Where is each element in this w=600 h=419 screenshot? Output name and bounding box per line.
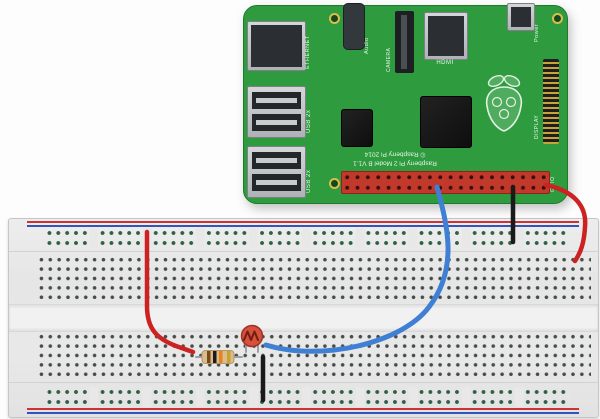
ethernet-label: ETHERNET: [305, 35, 311, 69]
photocell[interactable]: [240, 324, 264, 353]
power-port: [507, 3, 535, 31]
gpio-header[interactable]: [341, 171, 550, 194]
usb-port-top: [247, 86, 306, 138]
power-label: Power: [534, 23, 540, 42]
camera-connector: [395, 11, 414, 73]
mounting-hole: [329, 13, 340, 24]
usb-slot: [252, 152, 301, 169]
wire-blue-sense[interactable]: [263, 184, 451, 354]
breadboard-seam: [9, 251, 598, 252]
bottom-rail-blue-line: [27, 412, 579, 414]
wire-red-left[interactable]: [144, 229, 196, 355]
bottom-rail-holes[interactable]: [45, 387, 569, 407]
wire-red-right[interactable]: [543, 182, 588, 264]
mounting-hole: [552, 13, 563, 24]
raspberry-pi-logo: [485, 75, 523, 132]
usb-slot: [252, 174, 301, 191]
usb-top-label: USB 2x: [306, 109, 312, 133]
resistor-band-3: [219, 351, 223, 363]
hdmi-label: HDMI: [436, 60, 454, 66]
display-label: DISPLAY: [534, 114, 540, 139]
resistor-band-1: [207, 351, 211, 363]
soc-chip: [420, 96, 472, 148]
hdmi-port: [424, 12, 468, 60]
display-connector: [543, 59, 559, 144]
audio-label: Audio: [364, 37, 370, 54]
breadboard-seam: [9, 382, 598, 383]
top-rail-blue-line: [27, 225, 579, 227]
top-rail-red-line: [27, 221, 579, 223]
usb-slot: [252, 92, 301, 109]
top-rail-holes[interactable]: [45, 228, 569, 248]
breadboard-bank-bottom[interactable]: [37, 332, 591, 379]
resistor-band-4: [227, 351, 231, 363]
silkscreen-text: Raspberry Pi 2 Model B V1.1 © Raspberry …: [329, 149, 461, 167]
audio-jack: [343, 3, 365, 50]
power-port-opening: [511, 7, 531, 27]
silkscreen-line1: Raspberry Pi 2 Model B V1.1: [353, 159, 437, 167]
usb-slot: [252, 114, 301, 131]
usb-port-bottom: [247, 146, 306, 198]
camera-label: CAMERA: [386, 47, 392, 72]
hdmi-port-opening: [428, 16, 464, 56]
ethernet-port: [247, 21, 306, 71]
usb-bottom-label: USB 2x: [306, 169, 312, 193]
usb-controller-chip: [341, 109, 373, 147]
resistor[interactable]: [195, 350, 243, 364]
breadboard[interactable]: [8, 218, 599, 418]
silkscreen-line2: © Raspberry Pi 2014: [364, 150, 426, 158]
resistor-band-2: [213, 351, 217, 363]
bottom-rail-red-line: [27, 408, 579, 410]
breadboard-center-channel: [9, 304, 598, 332]
mounting-hole: [329, 178, 340, 189]
ethernet-port-opening: [251, 25, 302, 67]
raspberry-pi-board[interactable]: ETHERNET USB 2x USB 2x Audio CAMERA HDMI…: [243, 3, 568, 204]
photocell-squiggle: [243, 330, 259, 341]
breadboard-bank-top[interactable]: [37, 255, 591, 302]
